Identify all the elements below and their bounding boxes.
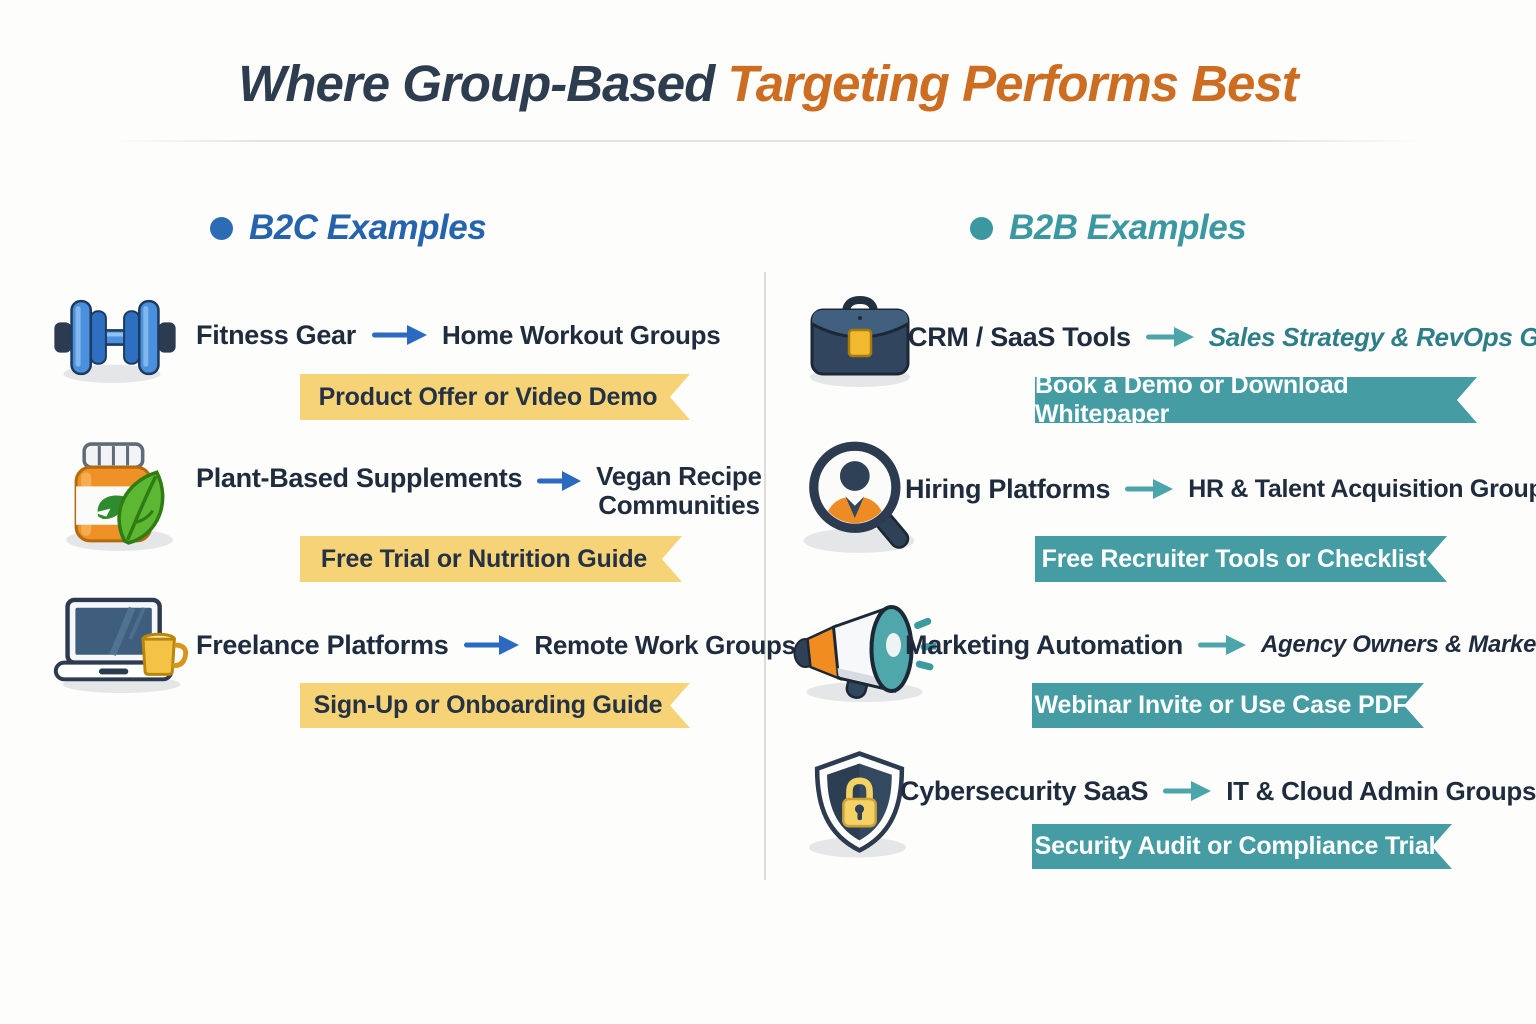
b2b-category-label: Marketing Automation [905, 629, 1184, 660]
shield-lock-icon [802, 748, 918, 860]
page-title: Where Group-Based Targeting Performs Bes… [0, 54, 1536, 113]
b2c-row-supplements: Plant-Based Supplements Vegan Recipe Com… [196, 461, 762, 521]
supplement-bottle-icon [52, 438, 192, 554]
banner-label: Sign-Up or Onboarding Guide [313, 691, 663, 719]
b2b-row-marketing: Marketing Automation Agency Owners & Mar… [905, 622, 1536, 668]
b2c-banner-signup: Sign-Up or Onboarding Guide [300, 683, 690, 728]
title-divider [108, 140, 1422, 142]
banner-label: Product Offer or Video Demo [318, 382, 658, 411]
b2c-group-label: Vegan Recipe Communities [596, 461, 762, 521]
page-title-dark: Where Group-Based [238, 55, 728, 112]
banner-label: Webinar Invite or Use Case PDF [1034, 691, 1408, 719]
b2c-header-label: B2C Examples [249, 208, 487, 247]
arrow-right-icon [1145, 327, 1194, 347]
b2c-bullet-icon [210, 216, 233, 240]
banner-label: Free Recruiter Tools or Checklist [1041, 544, 1427, 573]
banner-label: Free Trial or Nutrition Guide [320, 544, 648, 573]
arrow-right-icon [1198, 635, 1247, 655]
b2c-category-label: Freelance Platforms [196, 629, 449, 660]
laptop-coffee-icon [44, 596, 194, 694]
b2b-banner-webinar: Webinar Invite or Use Case PDF [1032, 683, 1424, 728]
b2b-banner-recruiter: Free Recruiter Tools or Checklist [1035, 536, 1447, 582]
b2c-banner-offer: Product Offer or Video Demo [300, 374, 690, 420]
b2c-category-label: Fitness Gear [196, 319, 356, 350]
megaphone-icon [788, 596, 936, 706]
b2b-group-label: Sales Strategy & RevOps Groups [1208, 321, 1536, 352]
arrow-right-icon [371, 325, 427, 345]
briefcase-icon [798, 288, 922, 388]
b2b-category-label: CRM / SaaS Tools [908, 321, 1131, 352]
b2b-header-label: B2B Examples [1009, 208, 1247, 247]
dumbbell-icon [48, 290, 182, 386]
b2b-row-cybersecurity: Cybersecurity SaaS IT & Cloud Admin Grou… [900, 768, 1536, 814]
b2b-category-label: Cybersecurity SaaS [900, 775, 1149, 806]
b2c-row-fitness: Fitness Gear Home Workout Groups [196, 312, 721, 358]
b2c-group-label: Home Workout Groups [441, 319, 721, 350]
page-title-orange: Targeting Performs Best [727, 55, 1299, 112]
b2c-section-header: B2C Examples [210, 208, 487, 248]
b2b-banner-demo: Book a Demo or Download Whitepaper [1035, 377, 1477, 423]
b2b-group-label: IT & Cloud Admin Groups [1226, 775, 1536, 806]
group-line-1: Vegan Recipe [596, 461, 762, 491]
group-line-2: Communities [598, 490, 760, 521]
arrow-right-icon [464, 635, 520, 655]
banner-label: Book a Demo or Download Whitepaper [1035, 371, 1349, 428]
b2b-row-crm: CRM / SaaS Tools Sales Strategy & RevOps… [908, 314, 1536, 360]
b2b-section-header: B2B Examples [970, 208, 1247, 248]
b2c-row-freelance: Freelance Platforms Remote Work Groups [196, 622, 796, 668]
column-divider [764, 272, 766, 880]
b2b-bullet-icon [970, 216, 993, 240]
b2b-category-label: Hiring Platforms [905, 473, 1111, 504]
arrow-right-icon [1125, 479, 1174, 499]
b2b-row-hiring: Hiring Platforms HR & Talent Acquisition… [905, 466, 1536, 512]
b2c-group-label: Remote Work Groups [534, 629, 796, 660]
arrow-right-icon [537, 471, 582, 491]
b2b-group-label: Agency Owners & Marketer Groups [1261, 631, 1536, 658]
b2c-banner-trial: Free Trial or Nutrition Guide [300, 536, 682, 582]
b2c-category-label: Plant-Based Supplements [196, 463, 523, 493]
recruiter-search-icon [795, 438, 929, 556]
b2b-group-label: HR & Talent Acquisition Groups [1188, 474, 1536, 503]
arrow-right-icon [1163, 781, 1212, 801]
banner-label: Security Audit or Compliance Trial [1034, 832, 1436, 860]
b2b-banner-audit: Security Audit or Compliance Trial [1032, 824, 1452, 869]
